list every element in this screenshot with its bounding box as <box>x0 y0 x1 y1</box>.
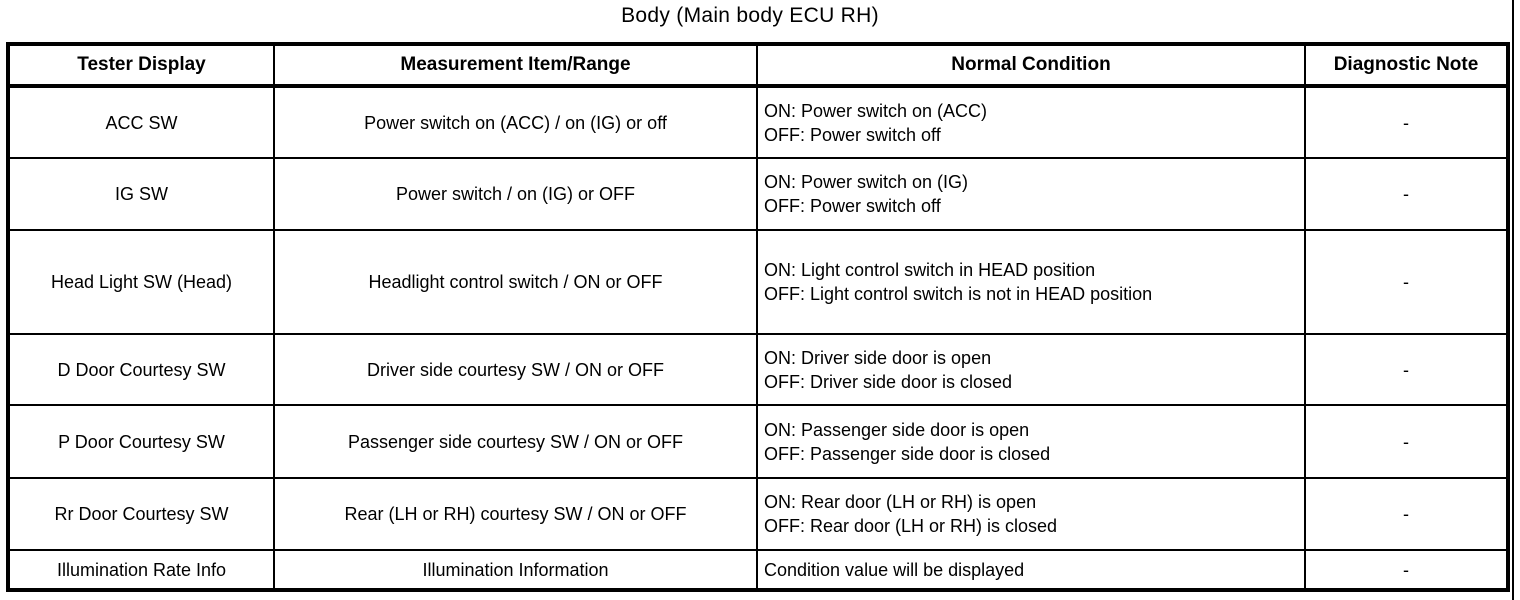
condition-line: Condition value will be displayed <box>764 559 1025 580</box>
tester-display-cell: ACC SW <box>6 85 275 159</box>
column-header-normal-condition: Normal Condition <box>756 42 1306 88</box>
diagnostic-note-cell: - <box>1304 157 1510 231</box>
tester-display-cell: Illumination Rate Info <box>6 549 275 592</box>
column-header-tester-display: Tester Display <box>6 42 275 88</box>
normal-condition-cell: ON: Power switch on (ACC) OFF: Power swit… <box>756 85 1306 159</box>
condition-line: OFF: Rear door (LH or RH) is closed <box>764 516 1058 536</box>
tester-display-cell: IG SW <box>6 157 275 231</box>
tester-display-cell: Head Light SW (Head) <box>6 229 275 335</box>
measurement-item-range-cell: Headlight control switch / ON or OFF <box>273 229 758 335</box>
measurement-item-range-cell: Rear (LH or RH) courtesy SW / ON or OFF <box>273 477 758 551</box>
measurement-item-range-cell: Driver side courtesy SW / ON or OFF <box>273 333 758 406</box>
normal-condition-cell: ON: Power switch on (IG) OFF: Power switc… <box>756 157 1306 231</box>
tester-display-cell: P Door Courtesy SW <box>6 404 275 479</box>
condition-line: ON: Light control switch in HEAD positio… <box>764 260 1096 280</box>
tester-display-cell: Rr Door Courtesy SW <box>6 477 275 551</box>
condition-line: ON: Rear door (LH or RH) is open <box>764 492 1037 512</box>
page-edge-divider <box>1512 0 1514 600</box>
diagnostic-note-cell: - <box>1304 549 1510 592</box>
tester-display-cell: D Door Courtesy SW <box>6 333 275 406</box>
measurement-item-range-cell: Illumination Information <box>273 549 758 592</box>
condition-line: OFF: Power switch off <box>764 124 941 145</box>
diagnostic-note-cell: - <box>1304 477 1510 551</box>
diagnostic-note-cell: - <box>1304 229 1510 335</box>
normal-condition-cell: Condition value will be displayed <box>756 549 1306 592</box>
condition-line: ON: Passenger side door is open <box>764 419 1030 440</box>
measurement-item-range-cell: Power switch on (ACC) / on (IG) or off <box>273 85 758 159</box>
column-header-measurement-item-range: Measurement Item/Range <box>273 42 758 88</box>
normal-condition-cell: ON: Light control switch in HEAD positio… <box>756 229 1306 335</box>
table-header-row: Tester Display Measurement Item/Range No… <box>6 42 1510 88</box>
condition-line: OFF: Driver side door is closed <box>764 371 1013 392</box>
diagnostic-note-cell: - <box>1304 404 1510 479</box>
condition-line: ON: Power switch on (ACC) <box>764 100 988 121</box>
condition-line: OFF: Passenger side door is closed <box>764 443 1051 464</box>
condition-line: ON: Power switch on (IG) <box>764 172 969 192</box>
table-row: Head Light SW (Head)Headlight control sw… <box>6 229 1510 335</box>
diagnostic-note-cell: - <box>1304 333 1510 406</box>
measurement-item-range-cell: Power switch / on (IG) or OFF <box>273 157 758 231</box>
condition-line: ON: Driver side door is open <box>764 347 992 368</box>
measurement-item-range-cell: Passenger side courtesy SW / ON or OFF <box>273 404 758 479</box>
condition-line: OFF: Light control switch is not in HEAD… <box>764 284 1153 304</box>
data-list-table: Tester Display Measurement Item/Range No… <box>6 42 1510 592</box>
page-title: Body (Main body ECU RH) <box>621 4 879 27</box>
condition-line: OFF: Power switch off <box>764 196 941 216</box>
column-header-diagnostic-note: Diagnostic Note <box>1304 42 1510 88</box>
diagnostic-note-cell: - <box>1304 85 1510 159</box>
